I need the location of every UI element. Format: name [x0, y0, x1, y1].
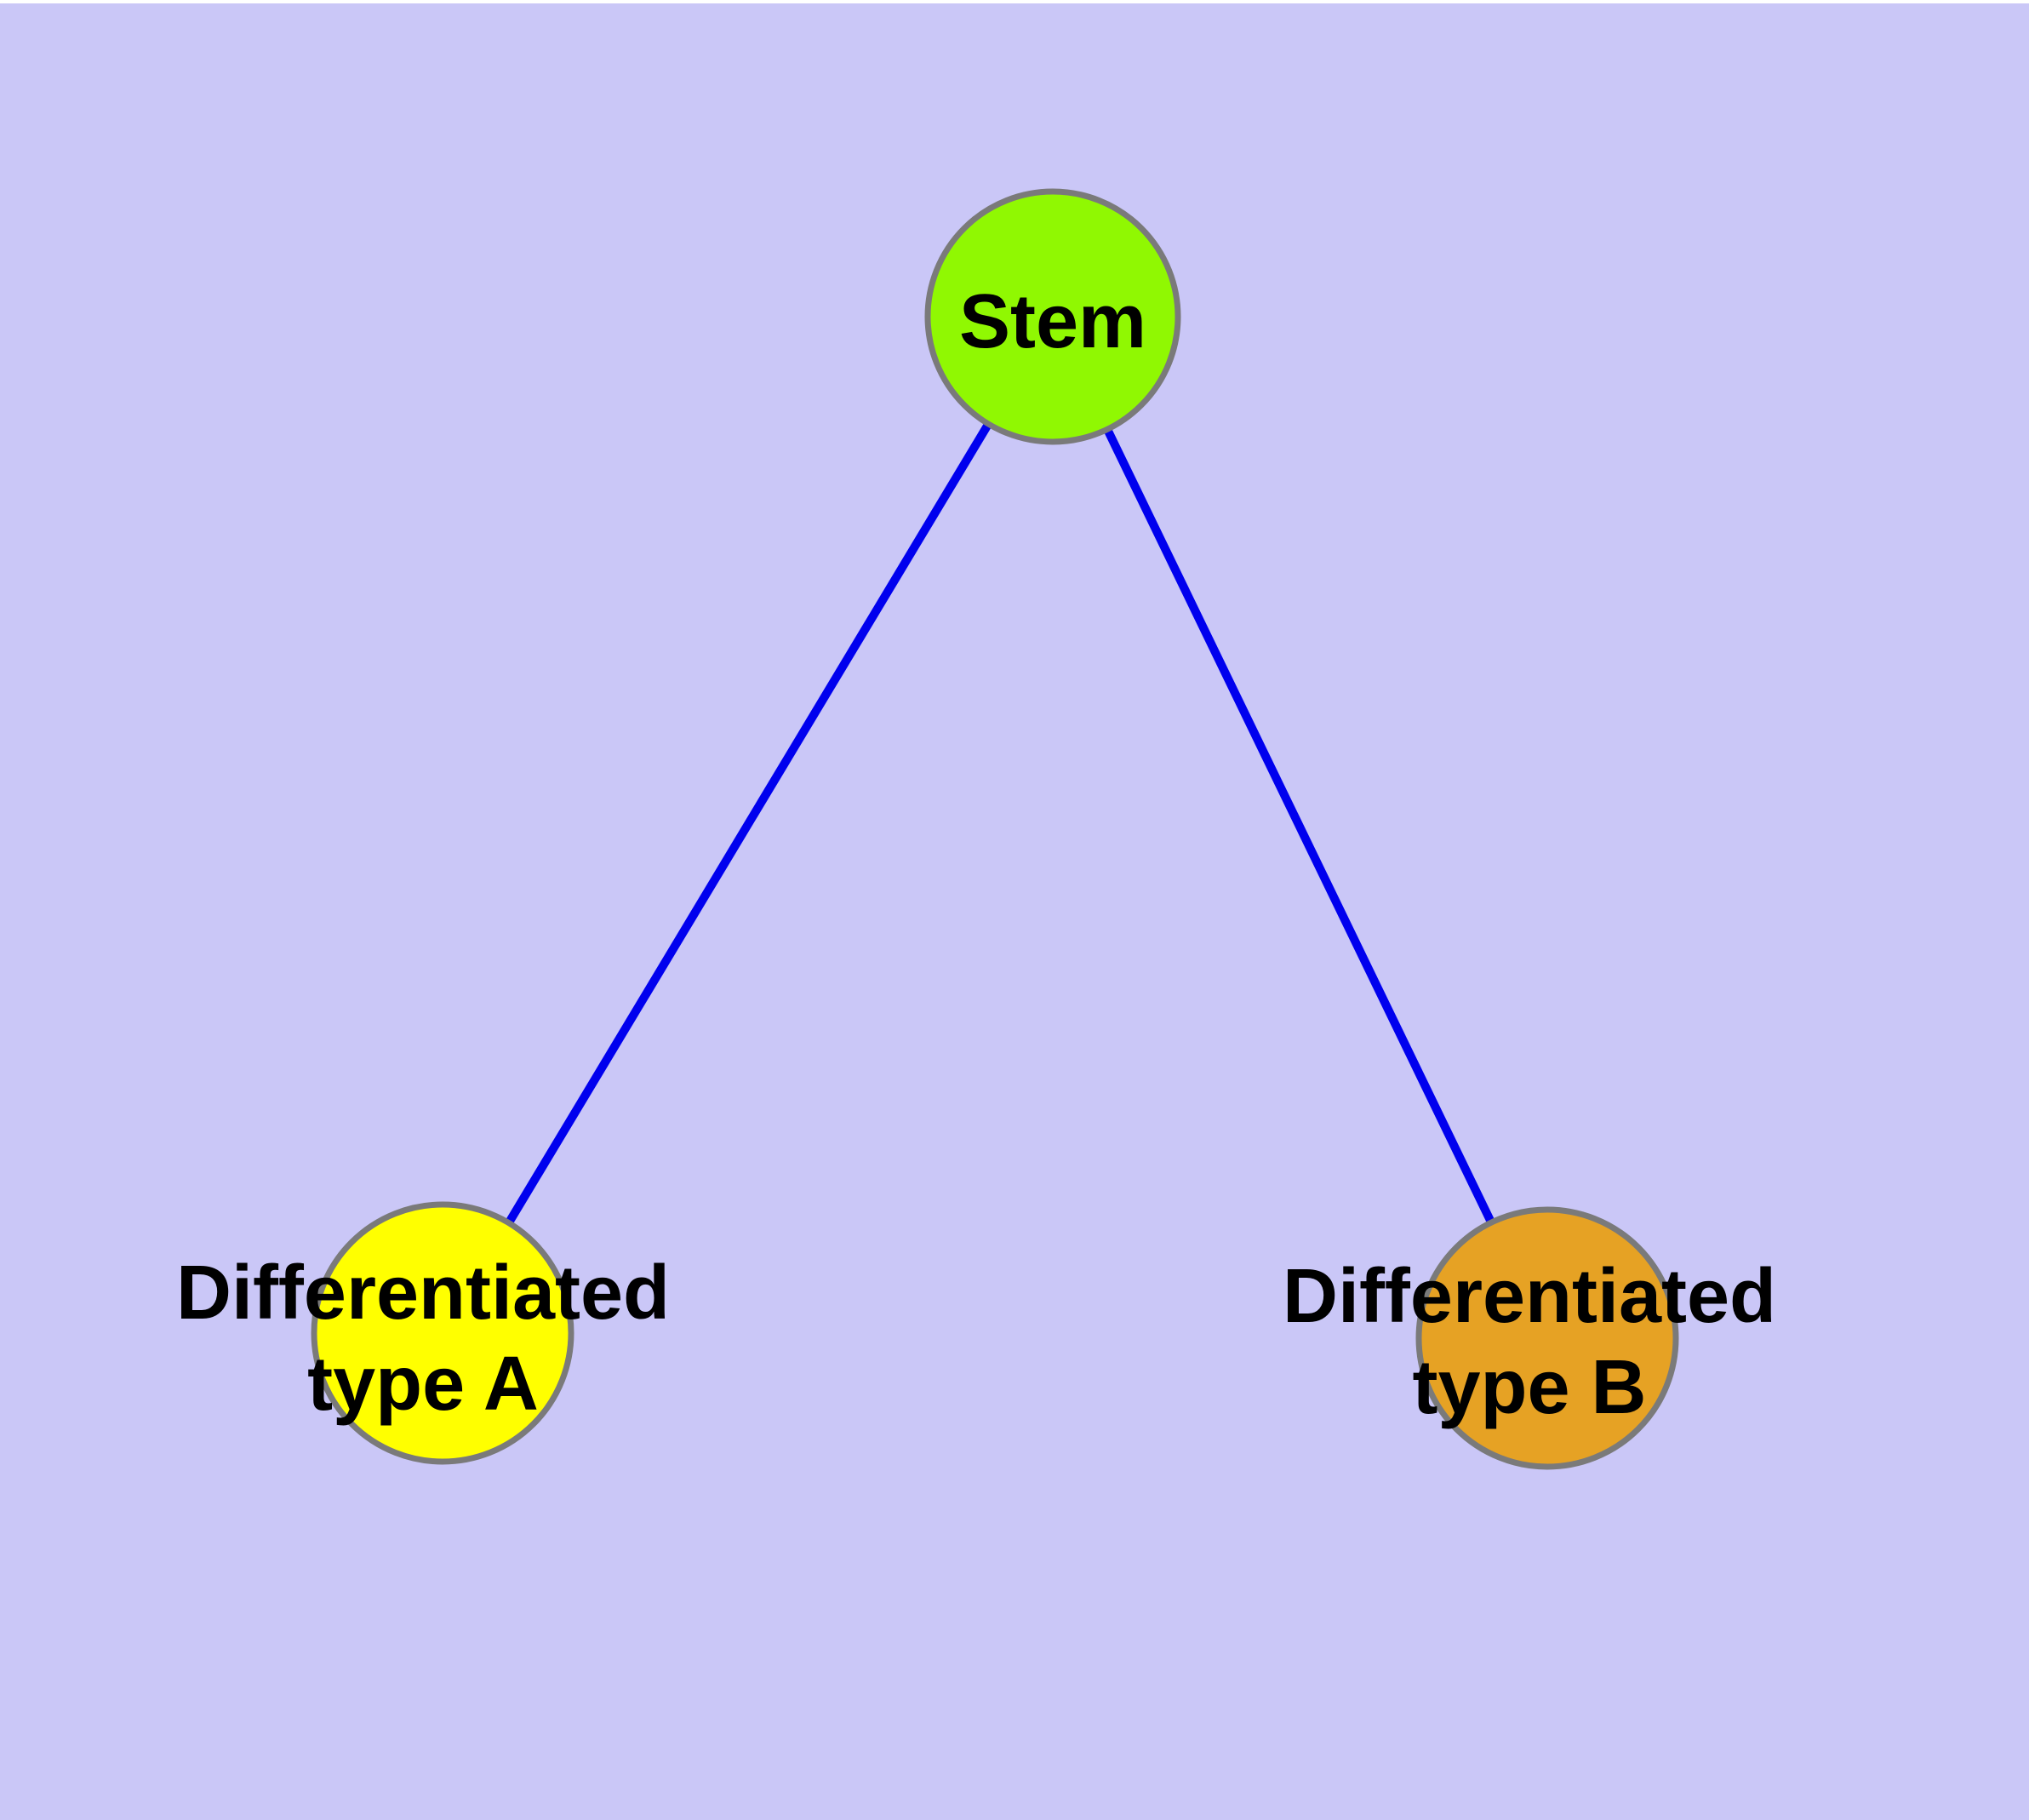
node-type-a-label-line1: Differentiated	[176, 1251, 670, 1336]
node-type-a-circle	[311, 1201, 574, 1465]
edge-stem-to-type-b	[1049, 314, 1552, 1341]
node-stem-label: Stem	[959, 279, 1146, 364]
node-type-b-label-line2: type B	[1412, 1345, 1646, 1430]
edge-stem-to-type-a	[438, 314, 1057, 1336]
node-type-b-label-line1: Differentiated	[1283, 1254, 1776, 1339]
node-type-a-label-line2: type A	[307, 1342, 539, 1427]
node-stem-circle	[924, 188, 1181, 445]
node-type-b-circle	[1415, 1206, 1679, 1470]
